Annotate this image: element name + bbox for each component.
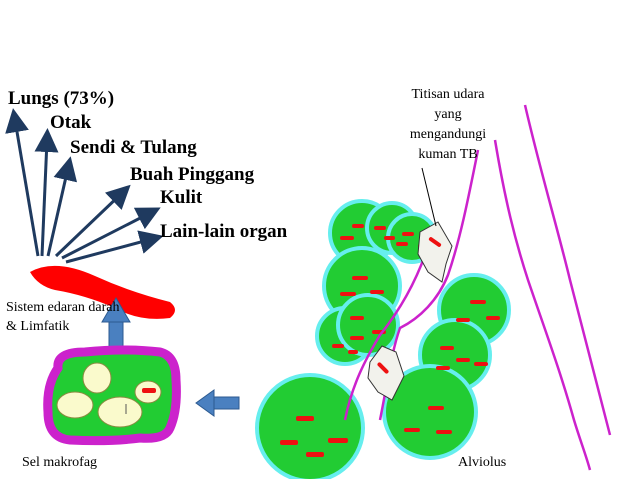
- alveolus-cells: [255, 199, 511, 479]
- label-otak: Otak: [50, 112, 92, 133]
- arrow-sendi: [46, 156, 78, 257]
- arrow-otak: [34, 128, 59, 257]
- droplet-pointer: [421, 167, 437, 227]
- blood-vessel: [30, 265, 175, 319]
- label-titisan-line2: yang: [434, 107, 461, 122]
- label-sistem-line1: Sistem edaran darah: [6, 300, 120, 315]
- alveolus-cell: [382, 364, 478, 460]
- organ-arrows: [5, 108, 164, 264]
- bacteria-group: [280, 224, 500, 457]
- label-titisan-line1: Titisan udara: [412, 87, 486, 102]
- label-kulit: Kulit: [160, 187, 203, 208]
- label-sel-makrofag: Sel makrofag: [22, 455, 97, 470]
- label-alviolus: Alviolus: [458, 455, 506, 470]
- arrow-kulit: [61, 207, 161, 260]
- alveolus-cell: [255, 373, 365, 479]
- label-lungs: Lungs (73%): [8, 88, 114, 109]
- label-buah-pinggang: Buah Pinggang: [130, 164, 255, 185]
- tb-droplets: [367, 221, 453, 401]
- label-sendi-tulang: Sendi & Tulang: [70, 137, 197, 158]
- label-titisan-line4: kuman TB: [418, 147, 477, 162]
- label-sistem-line2: & Limfatik: [6, 319, 69, 334]
- macrophage-cell: [43, 345, 181, 446]
- arrow-buah: [54, 184, 131, 258]
- arrow-lain: [65, 230, 164, 264]
- arrow-left-block: [195, 389, 240, 417]
- label-titisan-line3: mengandungi: [410, 127, 486, 142]
- label-lain-lain-organ: Lain-lain organ: [160, 221, 288, 242]
- arrow-lungs: [5, 108, 40, 257]
